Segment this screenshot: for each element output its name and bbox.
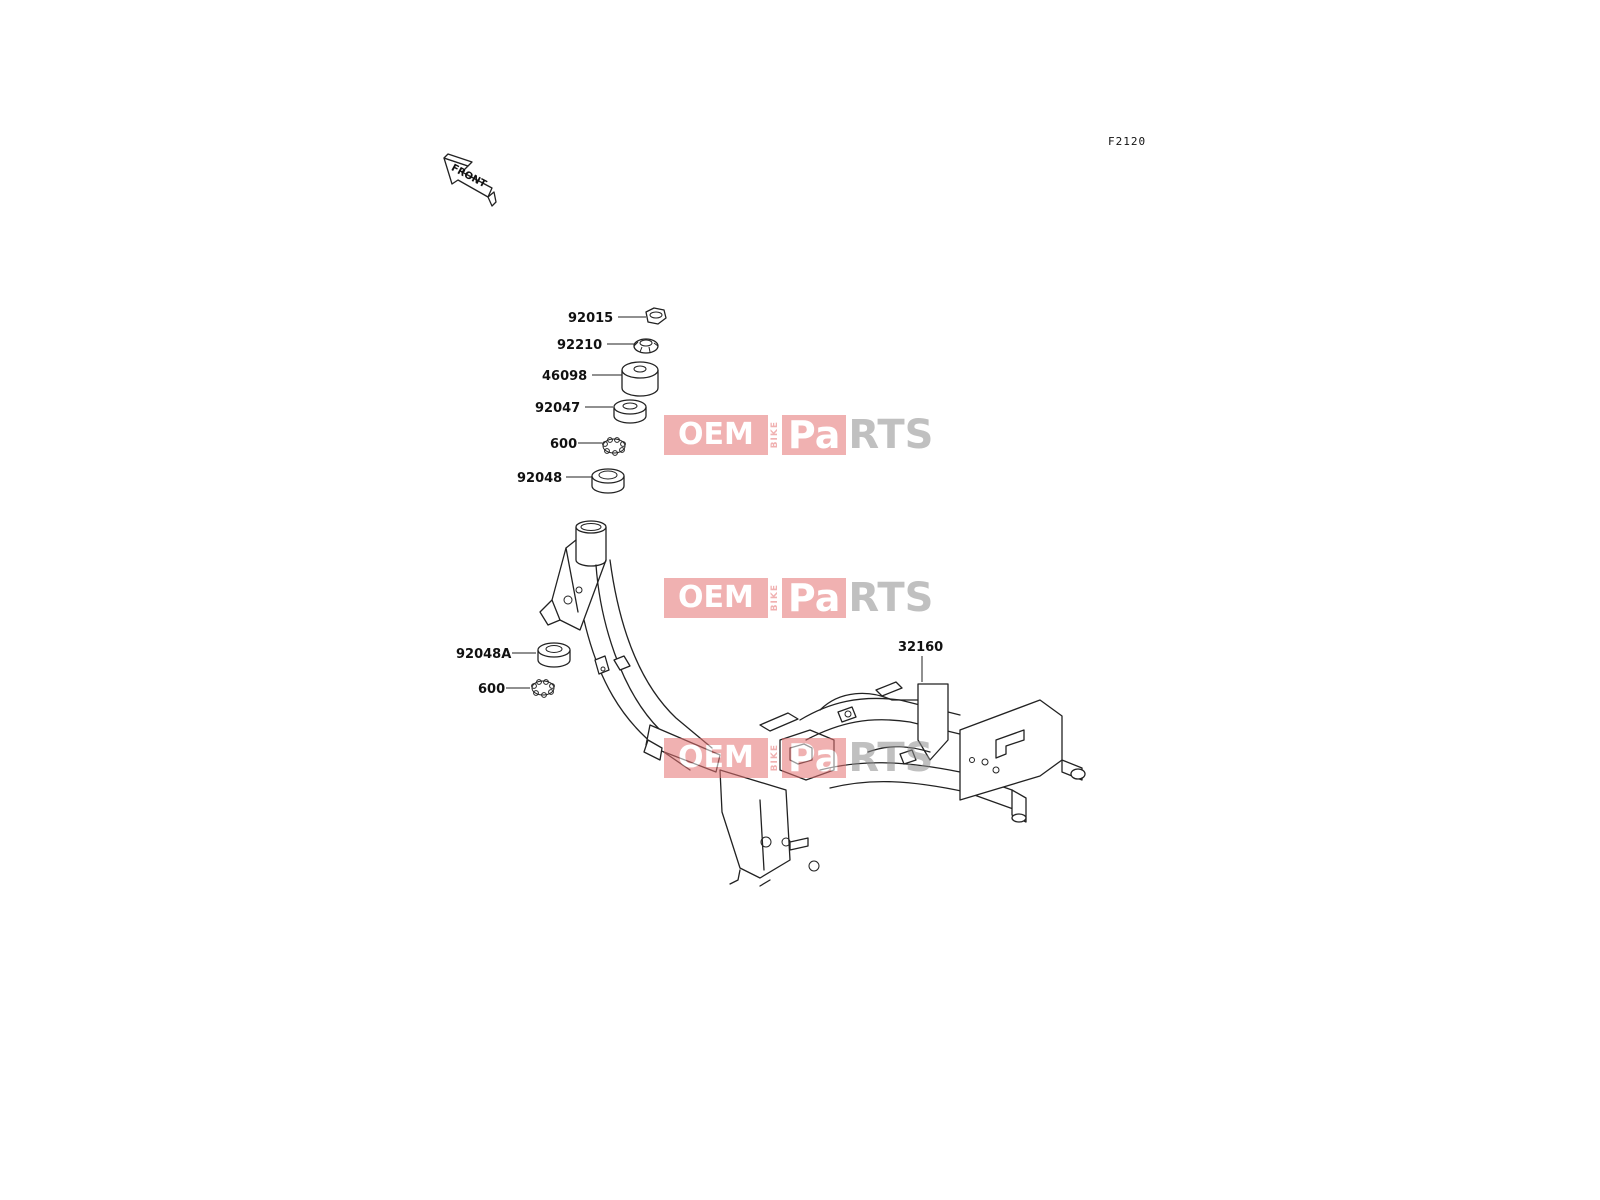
- part-number-label: 92015: [568, 311, 613, 326]
- nut-92015[interactable]: [645, 307, 667, 325]
- watermark-logo: OEM BIKE Pa RTS: [664, 578, 933, 618]
- part-callout-600-upper[interactable]: 600: [550, 437, 602, 452]
- part-number-label: 92048: [517, 471, 562, 486]
- part-callout-92047[interactable]: 92047: [535, 401, 613, 416]
- watermark-pa: Pa: [781, 415, 847, 455]
- part-callout-92015[interactable]: 92015: [568, 311, 646, 326]
- cover-46098[interactable]: [621, 361, 659, 397]
- watermark-rts: RTS: [848, 412, 934, 458]
- watermark-oem: OEM: [664, 415, 768, 455]
- part-number-label: 600: [478, 682, 505, 697]
- race-92047[interactable]: [613, 399, 647, 424]
- part-number-label: 600: [550, 437, 577, 452]
- ball-bearing-600-lower[interactable]: [531, 679, 555, 698]
- ball-bearing-600-upper[interactable]: [602, 437, 626, 456]
- race-92048[interactable]: [591, 468, 625, 494]
- part-number-label: 46098: [542, 369, 587, 384]
- watermark-logo: OEM BIKE Pa RTS: [664, 738, 933, 778]
- front-arrow-icon: FRONT: [443, 153, 497, 207]
- part-number-label: 92210: [557, 338, 602, 353]
- part-number-label: 92047: [535, 401, 580, 416]
- watermark-bike: BIKE: [769, 421, 780, 449]
- watermark-rts: RTS: [848, 575, 934, 621]
- watermark-pa: Pa: [781, 578, 847, 618]
- watermark-oem: OEM: [664, 738, 768, 778]
- part-number-label: 32160: [898, 640, 943, 655]
- watermark-rts: RTS: [848, 735, 934, 781]
- part-callout-92048A[interactable]: 92048A: [456, 647, 536, 662]
- diagram-code: F2120: [1108, 135, 1146, 148]
- watermark-bike: BIKE: [769, 584, 780, 612]
- watermark-logo: OEM BIKE Pa RTS: [664, 415, 933, 455]
- part-callout-32160[interactable]: 32160: [898, 640, 943, 682]
- race-92048A[interactable]: [537, 642, 571, 668]
- part-callout-92210[interactable]: 92210: [557, 338, 634, 353]
- part-callout-46098[interactable]: 46098: [542, 369, 622, 384]
- watermark-bike: BIKE: [769, 744, 780, 772]
- watermark-oem: OEM: [664, 578, 768, 618]
- watermark-pa: Pa: [781, 738, 847, 778]
- part-callout-600-lower[interactable]: 600: [478, 682, 530, 697]
- lock-washer-92210[interactable]: [633, 338, 659, 354]
- part-callout-92048[interactable]: 92048: [517, 471, 592, 486]
- part-number-label: 92048A: [456, 647, 511, 662]
